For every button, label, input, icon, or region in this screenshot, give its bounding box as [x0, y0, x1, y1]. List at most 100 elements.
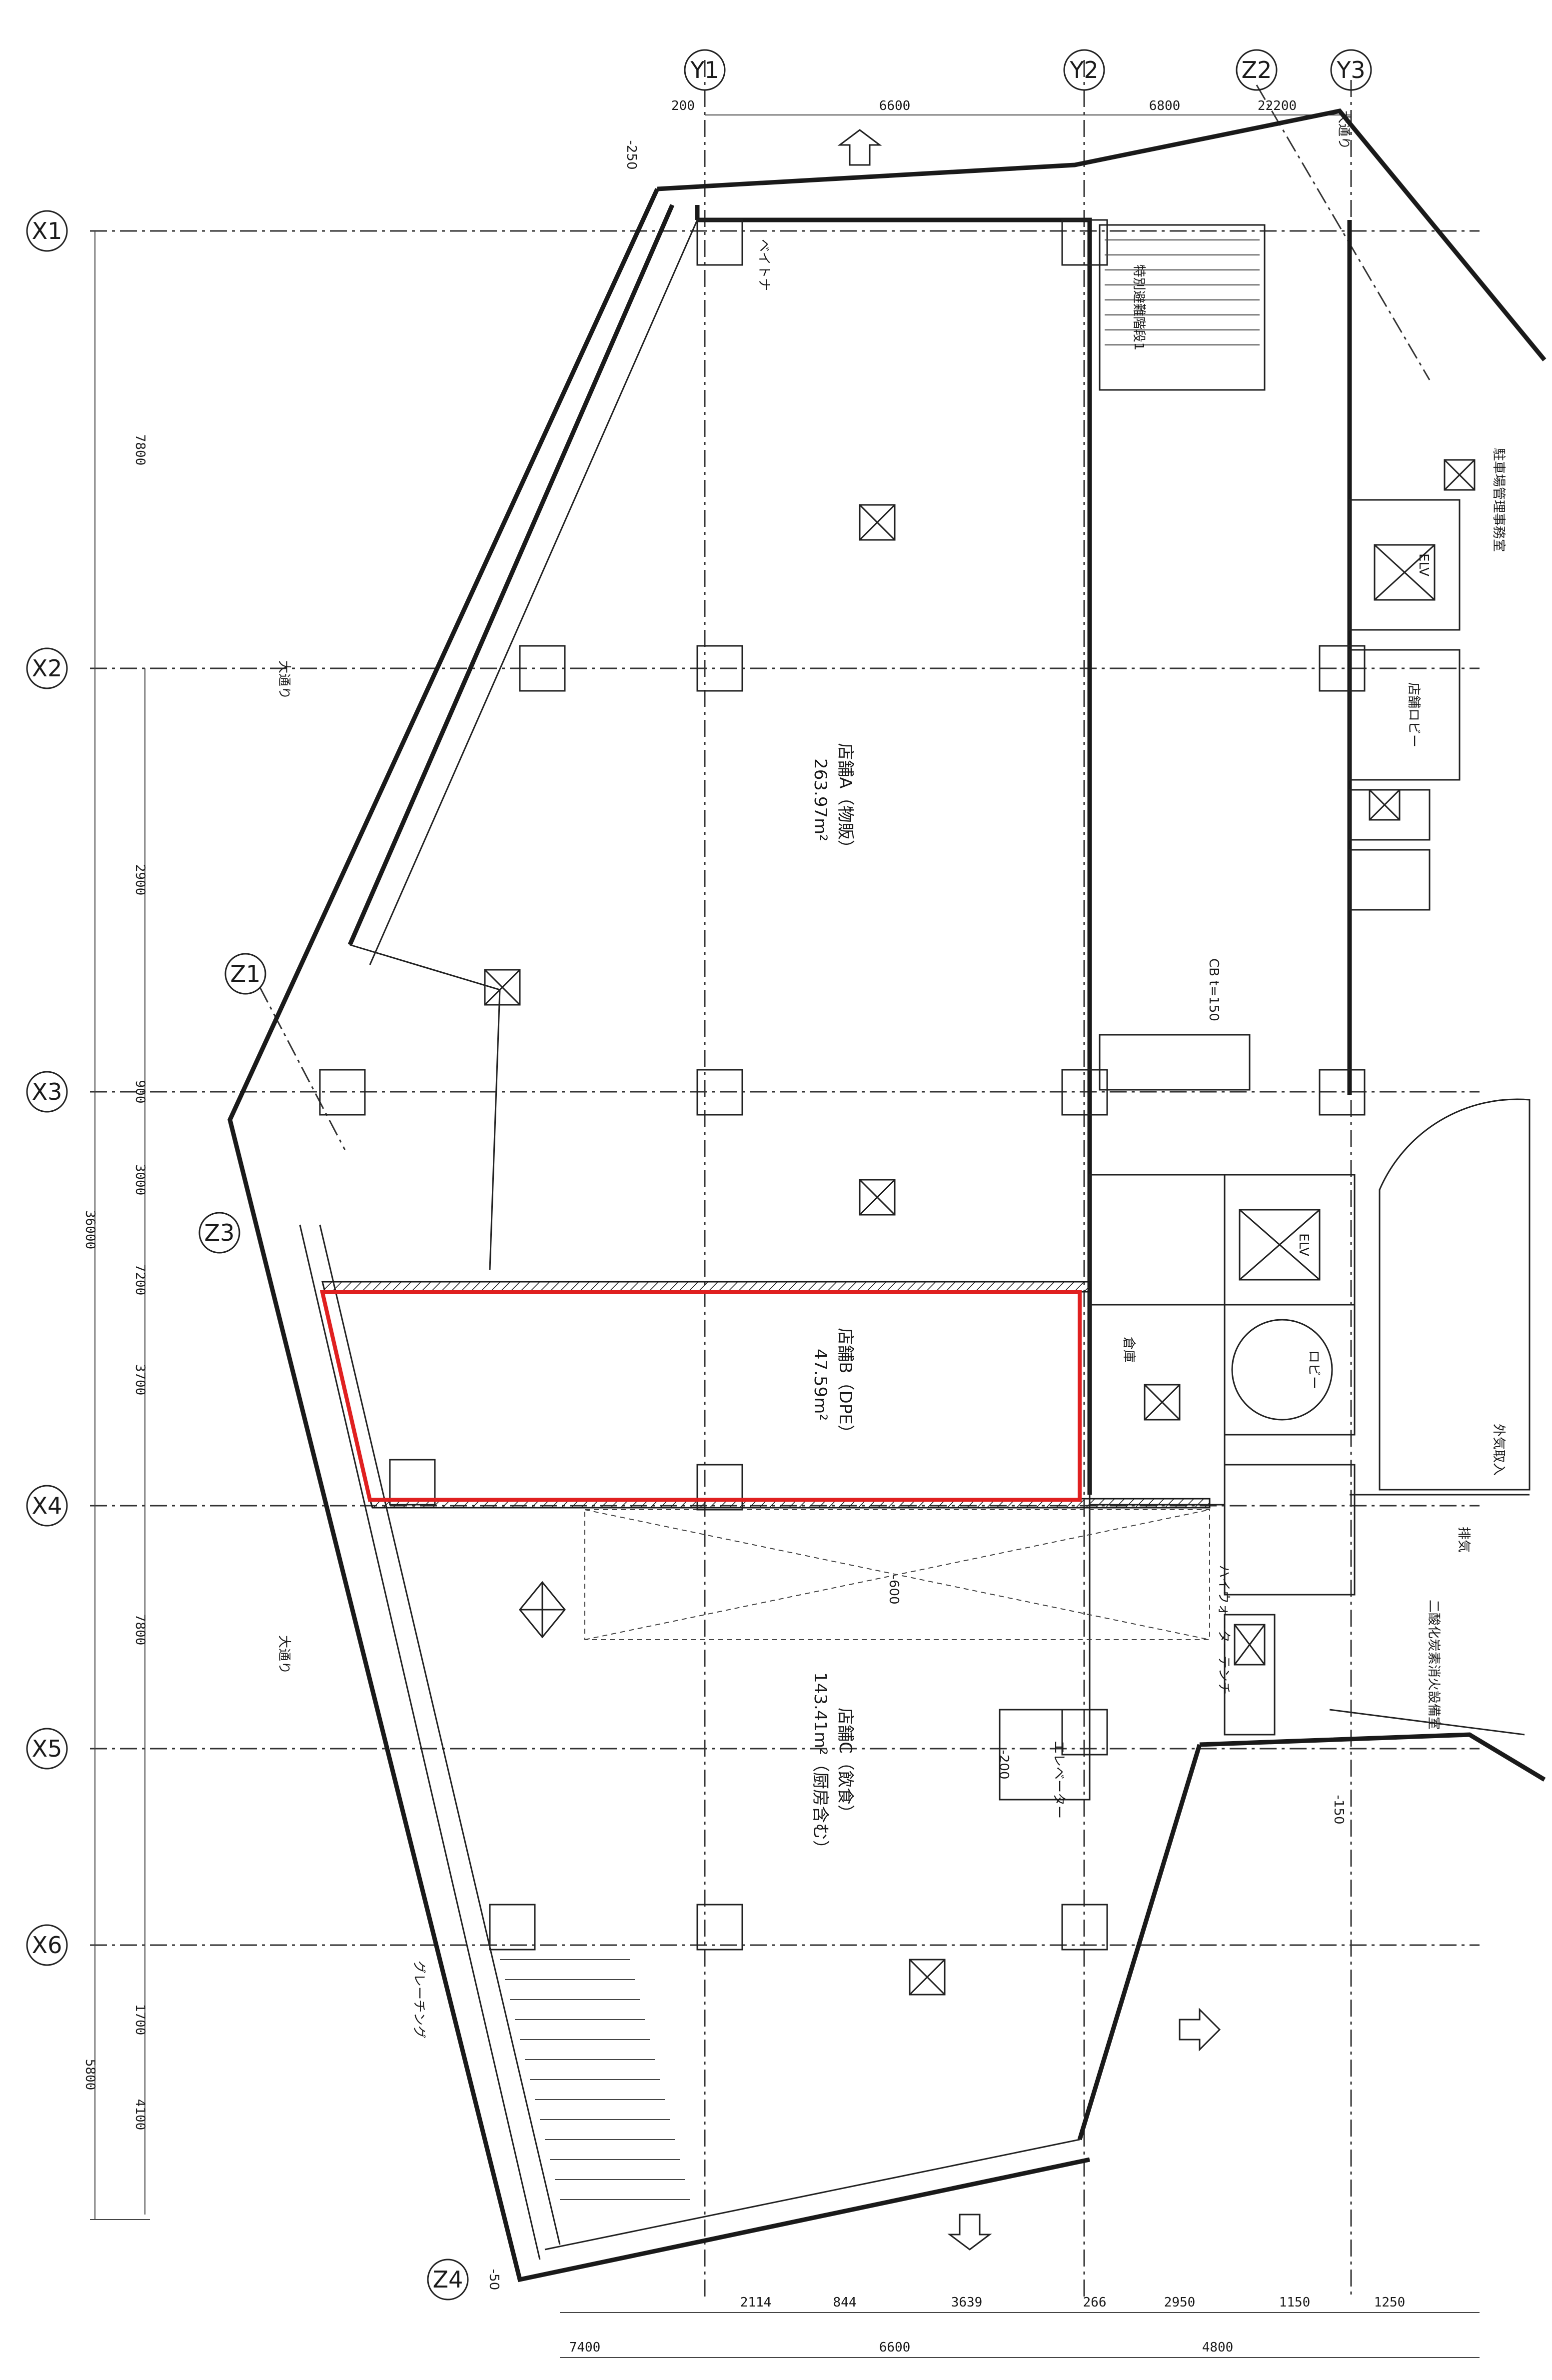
grid-label-z1: Z1 — [230, 960, 261, 987]
duct-box-2 — [1349, 849, 1431, 911]
southwest-glazing-line-2 — [319, 1224, 561, 2245]
grid-bubble-z4: Z4 — [427, 2259, 469, 2301]
exterior-walls — [227, 108, 1547, 2283]
column-x2-y3 — [1319, 645, 1366, 692]
elevator-2-icon: ELV — [1239, 1209, 1321, 1281]
dim-bottom-8: 6600 — [879, 2340, 911, 2355]
column-x2-y1 — [696, 645, 743, 692]
west-glazing-line — [369, 219, 698, 965]
elevator-shaft-box — [1349, 499, 1461, 631]
grid-label-x2: X2 — [32, 655, 62, 682]
shop-c-area: 143.41m²（厨房含む） — [810, 1672, 830, 1857]
south-east-diagonal-wall — [1077, 1744, 1202, 2141]
column-x1-y1 — [696, 219, 743, 266]
duct-box-1 — [1349, 789, 1431, 841]
dim-bottom-0: 2114 — [740, 2295, 772, 2310]
west-wall — [227, 188, 1090, 2283]
dim-left-9: 5800 — [82, 2059, 97, 2091]
dim-bottom-4: 2950 — [1164, 2295, 1196, 2310]
interior-walls — [695, 205, 1531, 1801]
shop-b-highlight-outline — [319, 1290, 1082, 1502]
low-wall — [349, 944, 501, 1270]
grid-bubble-z2: Z2 — [1236, 49, 1278, 91]
column-x4-west — [389, 1459, 436, 1506]
elevator-1-icon: ELV — [1374, 544, 1436, 601]
grating-label: グレーチング — [411, 1961, 426, 2039]
entrance-arrows — [837, 129, 1221, 2251]
grid-bubble-y2: Y2 — [1063, 49, 1105, 91]
drop-label-2: -150 — [1331, 1795, 1346, 1824]
shop-b-area: 47.59m² — [810, 1349, 830, 1421]
elevators: ELV ELV — [1231, 544, 1436, 1421]
south-east-wall — [1199, 1732, 1546, 1782]
dim-left-3: 3000 — [132, 1164, 147, 1196]
storage-label: 倉庫 — [1121, 1337, 1136, 1363]
dim-bottom-7: 7400 — [569, 2340, 601, 2355]
dim-bottom-5: 1150 — [1279, 2295, 1311, 2310]
grid-label-y2: Y2 — [1069, 56, 1098, 83]
duct-marker-7 — [1369, 789, 1401, 821]
core-room-1 — [1089, 1174, 1226, 1306]
shop-c-name: 店舗C（飲食） — [835, 1708, 855, 1822]
southeast-edge — [1329, 1709, 1525, 1736]
column-x6-y2 — [1061, 1904, 1108, 1951]
dim-top-3: 22200 — [1258, 98, 1297, 113]
dimension-lines-left: 7800 2900 900 3000 7200 3700 36000 7800 … — [82, 231, 150, 2220]
dim-left-6: 36000 — [82, 1210, 97, 1249]
dim-left-4: 7200 — [132, 1264, 147, 1296]
column-x3-y1 — [696, 1069, 743, 1116]
elevator-1-label: ELV — [1416, 553, 1431, 576]
column-x2-west — [519, 645, 566, 692]
columns — [319, 219, 1366, 1951]
hatched-walls — [321, 1281, 1211, 1509]
south-glazing-line — [544, 2139, 1080, 2251]
stair-1-label: 特別避難階段1 — [1131, 264, 1146, 351]
dim-bottom-2: 3639 — [951, 2295, 983, 2310]
dim-left-7: 7800 — [132, 1614, 147, 1646]
stair-1-box — [1099, 224, 1266, 391]
grid-line-z1 — [259, 987, 346, 1150]
entrance-arrow-east-icon — [1179, 2008, 1221, 2052]
exhaust-label-2: 排気 — [1456, 1527, 1471, 1553]
grid-bubble-y1: Y1 — [684, 49, 726, 91]
storage-room-box — [1089, 1304, 1226, 1506]
column-x4-y1 — [696, 1464, 743, 1511]
grid-bubble-x3: X3 — [26, 1071, 68, 1113]
duct-marker-4 — [1144, 1384, 1181, 1421]
elevator-2-label: ELV — [1296, 1233, 1311, 1256]
lobby-label: ロビー — [1306, 1350, 1321, 1389]
dim-left-10: 4100 — [132, 2099, 147, 2131]
hatched-wall-north-b — [321, 1281, 1091, 1293]
shop-c-service-wall — [999, 1495, 1091, 1801]
grid-bubble-x4: X4 — [26, 1485, 68, 1527]
shop-a-east-wall — [697, 217, 1092, 1495]
southwest-glazing-line — [299, 1224, 541, 2260]
duct-markers — [484, 459, 1476, 1996]
cb-wall-box — [1099, 1034, 1251, 1091]
grid-bubble-x6: X6 — [26, 1924, 68, 1966]
column-x6-y1 — [696, 1904, 743, 1951]
column-x6-west — [489, 1904, 536, 1951]
elevator-note-label: エレベーター — [1051, 1741, 1066, 1819]
column-x3-west — [319, 1069, 366, 1116]
grid-bubble-z3: Z3 — [198, 1212, 240, 1254]
dim-left-5: 3700 — [132, 1364, 147, 1396]
grid-bubble-y3: Y3 — [1330, 49, 1372, 91]
core-room-3 — [1224, 1464, 1356, 1596]
grid-label-x6: X6 — [32, 1932, 62, 1959]
drop-label: -600 — [886, 1575, 901, 1604]
grid-bubble-z1: Z1 — [224, 953, 266, 995]
grid-label-z3: Z3 — [204, 1219, 235, 1246]
stair-treads — [500, 239, 1260, 2200]
ramp-curve — [1379, 1098, 1531, 1491]
grid-label-x3: X3 — [32, 1078, 62, 1105]
misc-labels: 特別避難階段1 駐車場管理事務室 店舗ロビー ロビー 倉庫 CB t=150 二… — [276, 110, 1506, 2290]
dim-bottom-3: 266 — [1083, 2295, 1107, 2310]
dim-top-2: 6800 — [1149, 98, 1181, 113]
gas-room-label: 二酸化炭素消火設備室 — [1426, 1600, 1441, 1730]
grid-line-z2 — [1256, 84, 1431, 380]
entrance-arrow-north-icon — [837, 129, 882, 166]
lobby-circle — [1231, 1319, 1333, 1421]
grid-label-x1: X1 — [32, 217, 62, 244]
grid-label-y3: Y3 — [1336, 56, 1365, 83]
